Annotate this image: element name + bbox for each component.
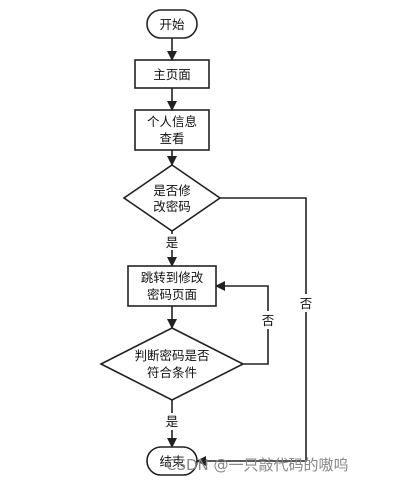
watermark-text: CSDN @一只敲代码的嗷呜 <box>166 456 349 474</box>
edge-check-no-to-jump <box>215 281 269 365</box>
password-check-decision-label-line2: 符合条件 <box>147 365 197 380</box>
start-node: 开始 <box>146 9 198 39</box>
start-node-label: 开始 <box>159 17 185 32</box>
modify-password-decision-label-line1: 是否修 <box>153 183 191 198</box>
edge-decision-no-to-end <box>196 197 307 466</box>
edge-label-modify-no: 否 <box>300 296 313 311</box>
modify-password-decision: 是否修 改密码 <box>122 164 222 232</box>
personal-info-node-label-line2: 查看 <box>159 131 184 146</box>
modify-password-decision-label-line2: 改密码 <box>153 199 191 214</box>
password-check-decision: 判断密码是否 符合条件 <box>99 327 245 401</box>
jump-modify-password-node-label-line2: 密码页面 <box>147 287 197 302</box>
personal-info-node: 个人信息 查看 <box>134 109 210 151</box>
edge-label-modify-yes: 是 <box>166 235 179 250</box>
personal-info-node-label-line1: 个人信息 <box>147 114 197 129</box>
end-node-label: 结束 <box>159 454 185 469</box>
edge-label-check-yes: 是 <box>166 414 179 429</box>
edge-label-check-no: 否 <box>262 313 275 328</box>
home-page-node-label: 主页面 <box>153 67 191 82</box>
jump-modify-password-node-label-line1: 跳转到修改 <box>141 270 204 285</box>
home-page-node: 主页面 <box>134 59 210 89</box>
password-check-decision-label-line1: 判断密码是否 <box>134 348 209 363</box>
jump-modify-password-node: 跳转到修改 密码页面 <box>127 265 217 307</box>
